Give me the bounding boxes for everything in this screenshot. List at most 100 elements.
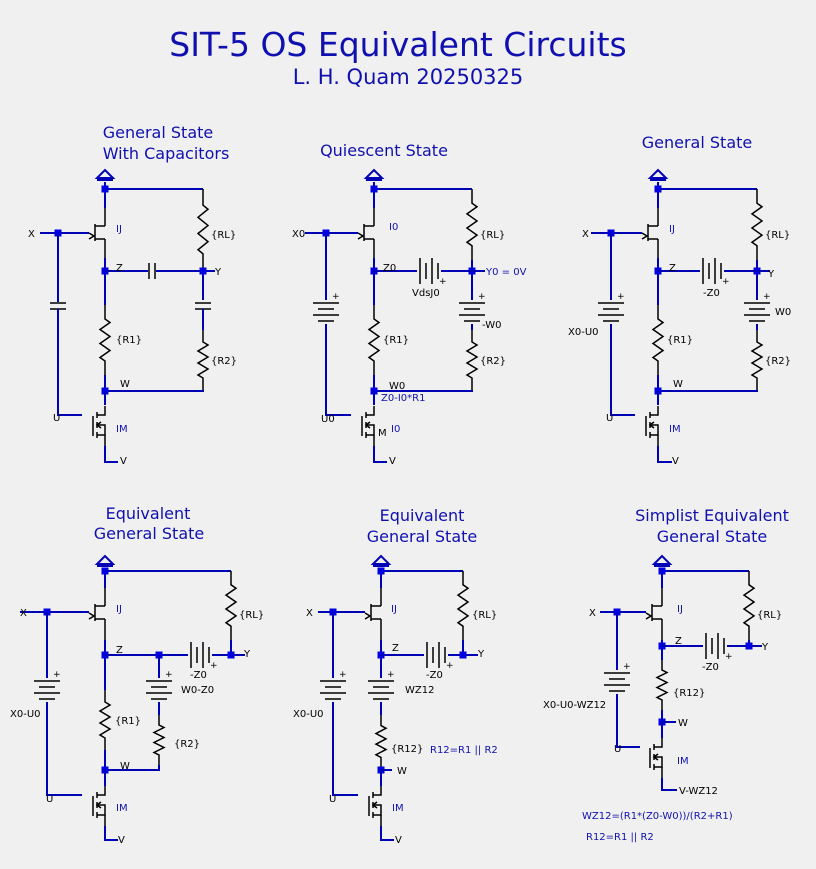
battery-gap bbox=[703, 634, 727, 658]
component-label: {RL} bbox=[765, 230, 790, 241]
plus-sign: + bbox=[339, 670, 347, 680]
component-label: IM bbox=[116, 803, 128, 814]
component-label: Y bbox=[477, 649, 485, 660]
wire bbox=[104, 446, 118, 463]
battery-gap bbox=[424, 643, 448, 667]
resistor bbox=[750, 189, 764, 260]
junction-node bbox=[658, 567, 666, 575]
mosfet-arrow bbox=[652, 753, 659, 761]
jfet-arrow bbox=[364, 612, 372, 620]
component-label: {R1} bbox=[116, 335, 142, 346]
component-label: IJ bbox=[116, 604, 122, 615]
junction-node bbox=[370, 185, 378, 193]
component-label: X0-U0-WZ12 bbox=[543, 700, 606, 711]
mosfet-source bbox=[654, 756, 663, 768]
component-label: -Z0 bbox=[703, 288, 720, 299]
wire bbox=[616, 694, 640, 748]
component-label: IJ bbox=[116, 224, 122, 235]
component-label: X0 bbox=[292, 229, 305, 240]
component-label: IM bbox=[392, 803, 404, 814]
panel-title: General State bbox=[642, 133, 753, 152]
component-label: U bbox=[606, 413, 613, 424]
component-label: {R1} bbox=[383, 335, 409, 346]
component-label: V bbox=[389, 456, 396, 467]
component-label: X0-U0 bbox=[293, 709, 324, 720]
plus-sign: + bbox=[210, 661, 218, 671]
plus-sign: + bbox=[763, 292, 771, 302]
resistor bbox=[465, 189, 479, 260]
resistor bbox=[224, 571, 238, 640]
jfet-arrow bbox=[88, 612, 96, 620]
battery-gap bbox=[321, 678, 345, 702]
component-label: {RL} bbox=[757, 610, 782, 621]
plus-sign: + bbox=[623, 662, 631, 672]
battery-gap bbox=[314, 300, 338, 324]
mosfet-source bbox=[366, 424, 375, 436]
battery-gap bbox=[460, 300, 484, 324]
plus-sign: + bbox=[53, 670, 61, 680]
wire bbox=[325, 324, 351, 416]
battery-gap bbox=[700, 259, 724, 283]
panel-title: Quiescent State bbox=[320, 141, 448, 160]
resistor bbox=[98, 690, 112, 750]
component-label: X0-U0 bbox=[10, 709, 41, 720]
component-label: U0 bbox=[321, 414, 335, 425]
mosfet-arrow bbox=[648, 421, 655, 429]
mosfet-arrow bbox=[95, 421, 102, 429]
panel-title: General State bbox=[367, 527, 478, 546]
resistor bbox=[196, 189, 210, 270]
component-label: I0 bbox=[391, 424, 400, 435]
resistor bbox=[98, 305, 112, 375]
battery-gap bbox=[599, 300, 623, 324]
wire bbox=[332, 702, 358, 796]
supply-arrow-icon bbox=[363, 168, 385, 179]
component-label: W0 bbox=[389, 381, 405, 392]
component-label: {R12} bbox=[391, 744, 423, 755]
mosfet-arrow bbox=[364, 421, 371, 429]
component-label: IJ bbox=[669, 224, 675, 235]
component-label: R12=R1 || R2 bbox=[430, 745, 498, 756]
resistor bbox=[655, 660, 669, 710]
component-label: Z0-I0*R1 bbox=[381, 393, 425, 404]
plus-sign: + bbox=[165, 670, 173, 680]
component-label: R12=R1 || R2 bbox=[586, 832, 654, 843]
resistor bbox=[465, 330, 479, 390]
supply-arrow-icon bbox=[94, 554, 116, 565]
component-label: Y bbox=[761, 642, 769, 653]
component-label: WZ12=(R1*(Z0-W0))/(R2+R1) bbox=[582, 811, 733, 822]
component-label: I0 bbox=[389, 222, 398, 233]
component-label: {R2} bbox=[765, 356, 791, 367]
wire bbox=[657, 446, 672, 463]
component-label: {R2} bbox=[174, 739, 200, 750]
component-label: {R1} bbox=[115, 716, 141, 727]
component-label: -Z0 bbox=[190, 670, 207, 681]
mosfet-arrow bbox=[371, 801, 378, 809]
supply-arrow-icon bbox=[647, 168, 669, 179]
junction-node bbox=[745, 642, 753, 650]
mosfet-source bbox=[650, 424, 659, 436]
jfet-arrow bbox=[357, 232, 365, 240]
panel-title: Equivalent bbox=[380, 506, 465, 525]
component-label: W bbox=[678, 718, 688, 729]
supply-arrow-icon bbox=[94, 168, 116, 179]
wire bbox=[374, 390, 473, 392]
jfet-arrow bbox=[88, 232, 96, 240]
mosfet-drain bbox=[654, 738, 663, 748]
plus-sign: + bbox=[446, 661, 454, 671]
component-label: -Z0 bbox=[426, 670, 443, 681]
component-label: X bbox=[28, 229, 35, 240]
plus-sign: + bbox=[478, 292, 486, 302]
panel-title: Equivalent bbox=[106, 504, 191, 523]
junction-node bbox=[199, 267, 207, 275]
plus-sign: + bbox=[617, 292, 625, 302]
component-label: VdsJ0 bbox=[412, 288, 440, 299]
component-label: IM bbox=[669, 424, 681, 435]
wire bbox=[57, 309, 82, 416]
junction-node bbox=[654, 185, 662, 193]
